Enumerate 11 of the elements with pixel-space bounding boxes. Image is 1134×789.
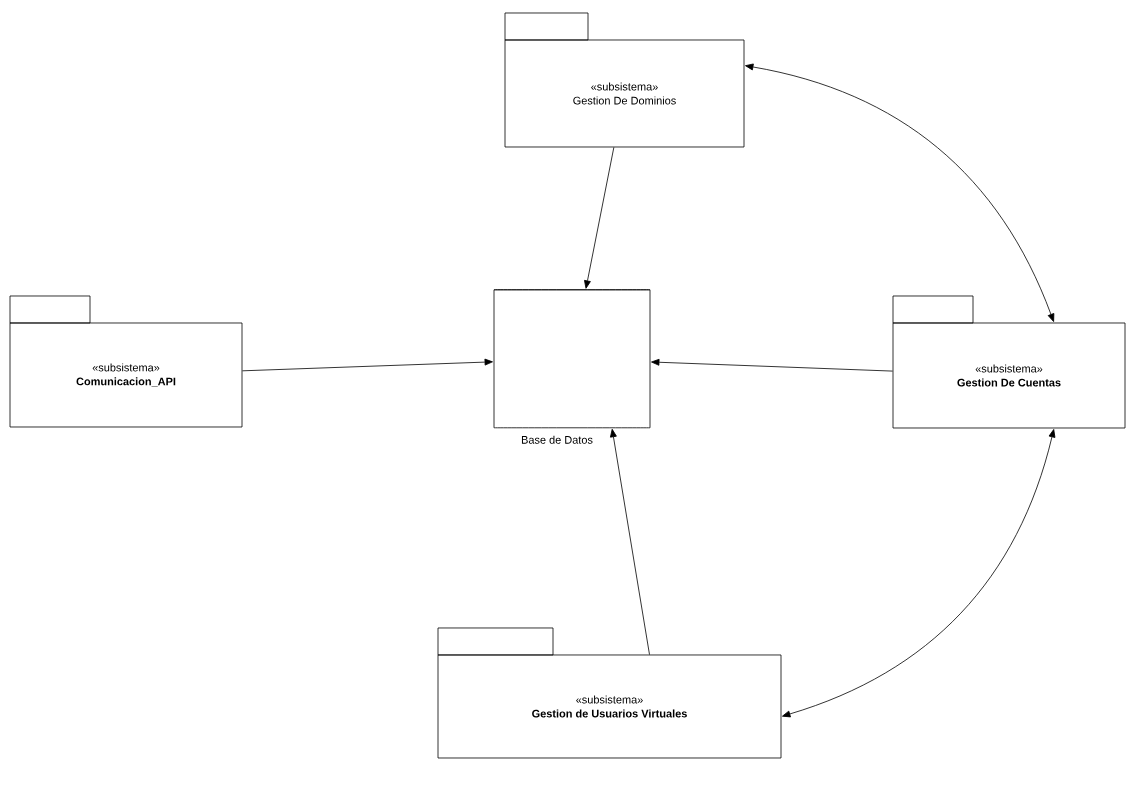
arrow xyxy=(610,428,650,655)
arrow xyxy=(651,358,893,372)
arrow xyxy=(584,147,615,289)
database-cylinder: Base de Datos xyxy=(493,289,651,444)
package-box: «subsistema» Gestion De Dominios xyxy=(504,12,745,148)
arrow xyxy=(745,63,1055,322)
package-box: «subsistema» Gestion De Cuentas xyxy=(892,295,1126,429)
arrow xyxy=(782,429,1056,718)
arrow xyxy=(242,358,493,372)
package-box: «subsistema» Gestion de Usuarios Virtuales xyxy=(437,627,782,759)
package-box: «subsistema» Comunicacion_API xyxy=(9,295,243,428)
